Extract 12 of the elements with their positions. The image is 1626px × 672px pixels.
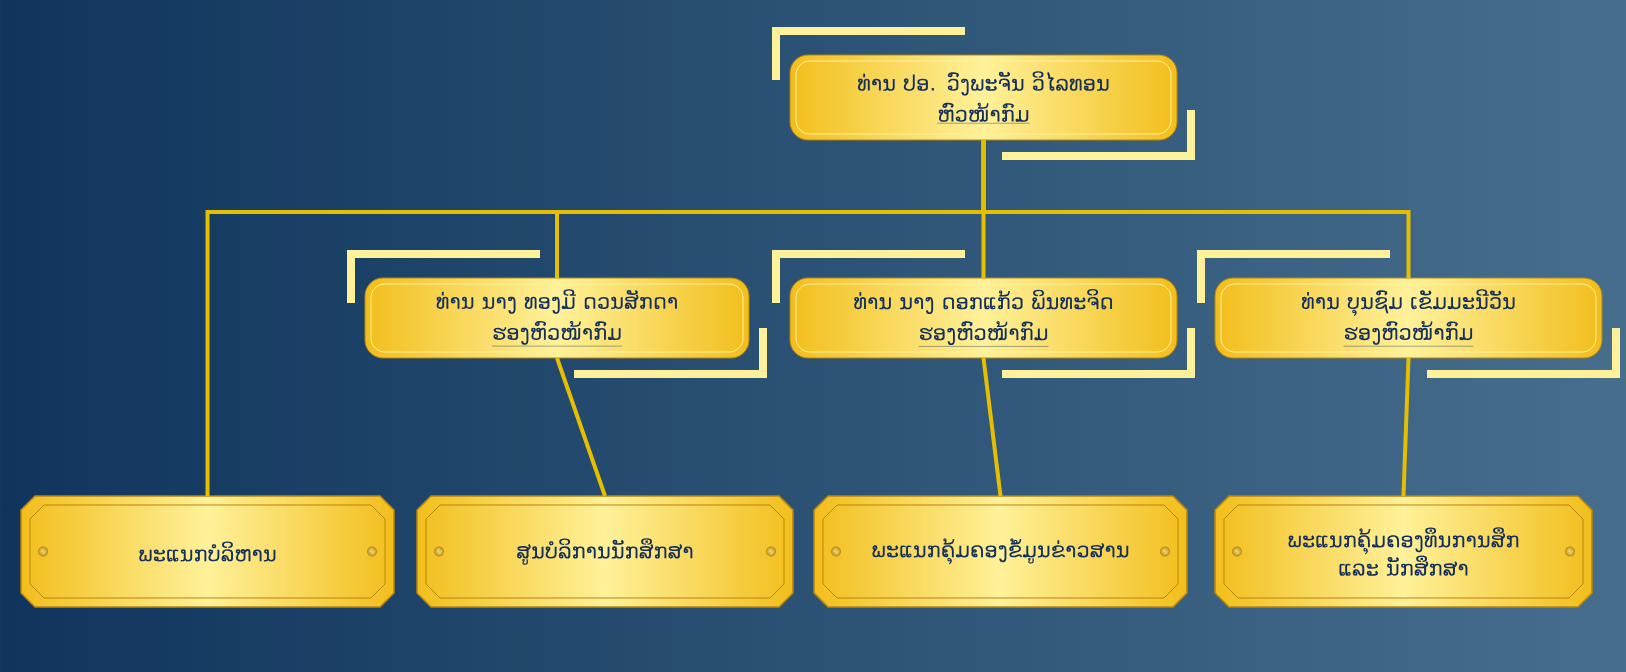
name-card: ທ່ານ ນາງ ດອກແກ້ວ ພິນທະຈິດ ຮອງຫົວໜ້າກົມ [772,250,1195,378]
connector-line [1401,357,1411,497]
nameplate: ພະແນກຄຸ້ມຄອງຂໍ້ມູນຂ່າວສານ [813,495,1188,608]
name-card: ທ່ານ ນາງ ທອງມີ ດວນສັກດາ ຮອງຫົວໜ້າກົມ [347,250,767,378]
connector-line [555,357,607,497]
nameplate: ສູນບໍລິການນັກສຶກສາ [416,495,794,608]
nameplate: ພະແນກຄຸ້ມຄອງທຶນການສຶກ ແລະ ນັກສຶກສາ [1214,495,1593,608]
name-card: ທ່ານ ບຸນຊົມ ເຂັມມະນີວັນ ຮອງຫົວໜ້າກົມ [1197,250,1620,378]
connector-line [981,357,1003,497]
nameplate: ພະແນກບໍລິຫານ [20,495,395,608]
name-card: ທ່ານ ປອ. ວົງພະຈັນ ວິໄລທອນ ຫົວໜ້າກົມ [772,27,1195,160]
connector-line [981,140,1411,278]
